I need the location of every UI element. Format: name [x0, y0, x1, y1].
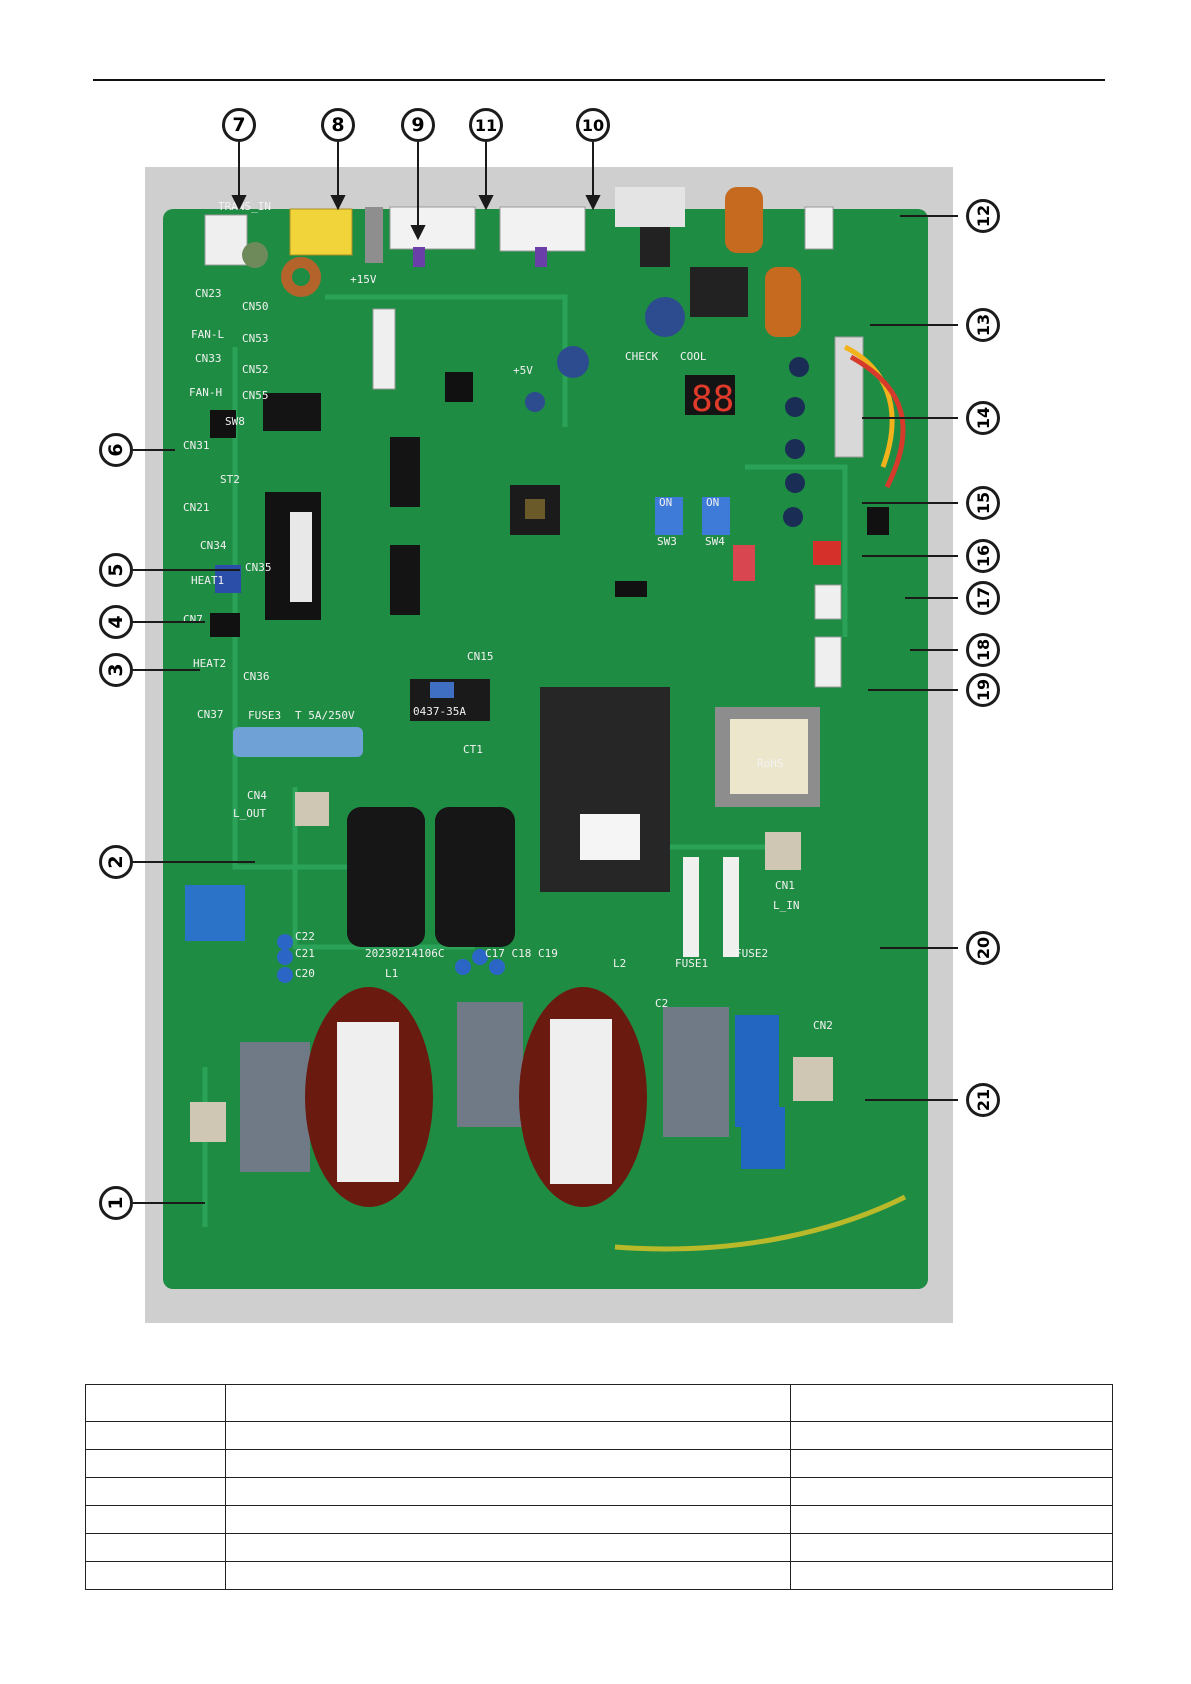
table-row [85, 1477, 1113, 1506]
silk-cn55: CN55 [242, 389, 269, 402]
silk-plus5v: +5V [513, 364, 533, 377]
silk-sw8: SW8 [225, 415, 245, 428]
callout-21: 21 [966, 1083, 1000, 1117]
silk-l1: L1 [385, 967, 398, 980]
silk-c2: C2 [655, 997, 668, 1010]
callout-3: 3 [99, 653, 133, 687]
callout-12: 12 [966, 199, 1000, 233]
silk-check: CHECK [625, 350, 658, 363]
silk-cn21: CN21 [183, 501, 210, 514]
silk-fuse2: FUSE2 [735, 947, 768, 960]
silk-cool: COOL [680, 350, 707, 363]
callout-2: 2 [99, 845, 133, 879]
silk-ct1: CT1 [463, 743, 483, 756]
silk-cn35: CN35 [245, 561, 272, 574]
silk-cn37: CN37 [197, 708, 224, 721]
table-row [85, 1384, 1113, 1422]
silk-cn4: CN4 [247, 789, 267, 802]
callout-1: 1 [99, 1186, 133, 1220]
callout-14: 14 [966, 401, 1000, 435]
silk-cn15: CN15 [467, 650, 494, 663]
table-row [85, 1421, 1113, 1450]
callout-16: 16 [966, 539, 1000, 573]
silk-st2: ST2 [220, 473, 240, 486]
callout-15: 15 [966, 486, 1000, 520]
silk-cn1: CN1 [775, 879, 795, 892]
callout-8: 8 [321, 108, 355, 142]
silk-heat2: HEAT2 [193, 657, 226, 670]
callout-10: 10 [576, 108, 610, 142]
silk-fuse3-rating: T 5A/250V [295, 709, 355, 722]
silk-heat1: HEAT1 [191, 574, 224, 587]
silk-cn2: CN2 [813, 1019, 833, 1032]
silk-sw3: SW3 [657, 535, 677, 548]
callout-18: 18 [966, 633, 1000, 667]
callout-13: 13 [966, 308, 1000, 342]
callout-17: 17 [966, 581, 1000, 615]
silk-caps-mid: C17 C18 C19 [485, 947, 558, 960]
callout-5: 5 [99, 553, 133, 587]
seven-seg-display: 88 [691, 379, 734, 420]
table-row [85, 1561, 1113, 1590]
silk-c21: C21 [295, 947, 315, 960]
silk-l2: L2 [613, 957, 626, 970]
parts-table [85, 1384, 1113, 1590]
choke-l1 [305, 987, 433, 1207]
callout-9: 9 [401, 108, 435, 142]
silk-cn36: CN36 [243, 670, 270, 683]
callout-4: 4 [99, 605, 133, 639]
silk-date-code: 20230214106C [365, 947, 444, 960]
table-row [85, 1533, 1113, 1562]
callout-19: 19 [966, 673, 1000, 707]
silk-fan-l: FAN-L [191, 328, 224, 341]
silk-cn34: CN34 [200, 539, 227, 552]
silk-l-in: L_IN [773, 899, 800, 912]
silk-cn53: CN53 [242, 332, 269, 345]
silk-cn52: CN52 [242, 363, 269, 376]
header-rule [93, 79, 1105, 81]
silk-fuse3: FUSE3 [248, 709, 281, 722]
silk-rohs: RoHS [757, 757, 784, 770]
silk-cn33: CN33 [195, 352, 222, 365]
choke-l2 [519, 987, 647, 1207]
silk-sw4: SW4 [705, 535, 725, 548]
silk-on-a: ON [659, 496, 672, 509]
silk-fuse1: FUSE1 [675, 957, 708, 970]
silk-on-b: ON [706, 496, 719, 509]
callout-6: 6 [99, 433, 133, 467]
silk-c22: C22 [295, 930, 315, 943]
callout-20: 20 [966, 931, 1000, 965]
silk-trans-in: TRANS_IN [218, 200, 271, 213]
silk-fan-h: FAN-H [189, 386, 222, 399]
table-row [85, 1449, 1113, 1478]
silk-c20: C20 [295, 967, 315, 980]
silk-plus15v: +15V [350, 273, 377, 286]
pcb-photo: TRANS_IN CN23 CN50 FAN-L CN53 CN33 CN52 … [145, 167, 953, 1323]
silk-cn31: CN31 [183, 439, 210, 452]
silk-cn50: CN50 [242, 300, 269, 313]
silk-l-out: L_OUT [233, 807, 266, 820]
silk-ct-part: 0437-35A [413, 705, 466, 718]
callout-11: 11 [469, 108, 503, 142]
table-row [85, 1505, 1113, 1534]
silk-cn23: CN23 [195, 287, 222, 300]
callout-7: 7 [222, 108, 256, 142]
